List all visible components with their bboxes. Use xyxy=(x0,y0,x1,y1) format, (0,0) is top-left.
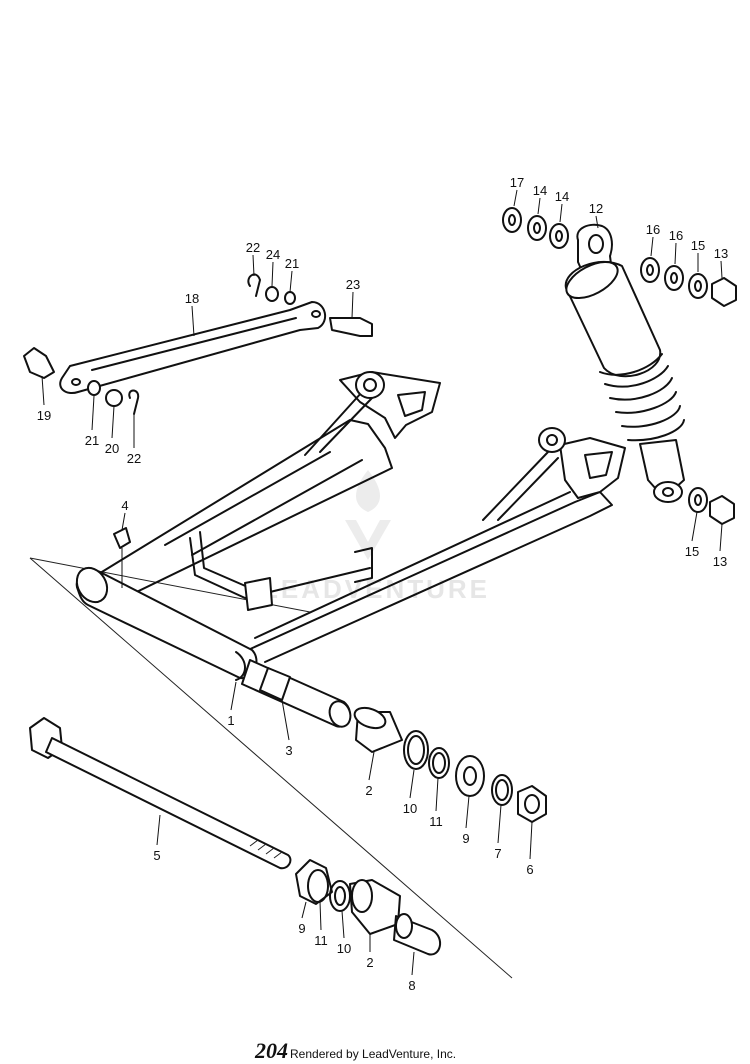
part-label-pivot-bolt: 5 xyxy=(153,848,160,863)
page-number: 204 xyxy=(255,1038,288,1063)
part-label-nut: 21 xyxy=(285,256,299,271)
part-label-o-ring: 11 xyxy=(314,933,328,948)
part-label-washer: 20 xyxy=(105,441,119,456)
part-label-washer: 15 xyxy=(685,544,699,559)
part-label-nut: 13 xyxy=(714,246,728,261)
part-label-washer: 24 xyxy=(266,247,280,262)
hardware-lower-drawing xyxy=(295,859,442,956)
part-label-washer: 9 xyxy=(298,921,305,936)
part-label-washer: 10 xyxy=(337,941,351,956)
part-label-bushing: 2 xyxy=(365,783,372,798)
part-label-swing-arm: 1 xyxy=(227,713,234,728)
part-label-bolt: 19 xyxy=(37,408,51,423)
part-label-pivot-spacer: 3 xyxy=(285,743,292,758)
pivot-bolt-drawing xyxy=(29,717,292,870)
part-label-nut: 6 xyxy=(526,862,533,877)
pivot-spacer-drawing xyxy=(241,659,352,728)
part-label-washer: 9 xyxy=(462,831,469,846)
part-label-washer: 10 xyxy=(403,801,417,816)
part-label-washer: 14 xyxy=(555,189,569,204)
part-label-nut: 21 xyxy=(85,433,99,448)
part-label-washer: 17 xyxy=(510,175,524,190)
part-label-grease-nipple: 4 xyxy=(121,498,128,513)
leader-lines xyxy=(41,189,723,976)
part-label-cotter-pin: 22 xyxy=(127,451,141,466)
credit-text: Rendered by LeadVenture, Inc. xyxy=(290,1047,457,1061)
part-label-torque-link: 18 xyxy=(185,291,199,306)
bushing-upper-drawing xyxy=(353,706,403,753)
part-label-nut: 13 xyxy=(713,554,727,569)
hardware-upper-drawing xyxy=(403,730,547,823)
torque-link-drawing xyxy=(23,273,373,588)
part-label-washer: 14 xyxy=(533,183,547,198)
watermark-text: LEADVENTURE xyxy=(262,574,490,604)
swing-arm-drawing xyxy=(75,371,626,681)
part-label-shock-absorber: 12 xyxy=(589,201,603,216)
shock-mount-hardware-drawing xyxy=(502,207,737,525)
part-label-washer: 16 xyxy=(646,222,660,237)
part-label-o-ring: 11 xyxy=(429,814,443,829)
part-label-bolt: 23 xyxy=(346,277,360,292)
part-label-washer: 15 xyxy=(691,238,705,253)
part-label-cotter-pin: 22 xyxy=(246,240,260,255)
watermark: LEADVENTURE xyxy=(262,470,490,604)
part-label-washer: 16 xyxy=(669,228,683,243)
shock-absorber-drawing xyxy=(564,223,685,503)
part-label-bushing: 2 xyxy=(366,955,373,970)
part-label-spacer: 8 xyxy=(408,978,415,993)
part-label-washer: 7 xyxy=(494,846,501,861)
